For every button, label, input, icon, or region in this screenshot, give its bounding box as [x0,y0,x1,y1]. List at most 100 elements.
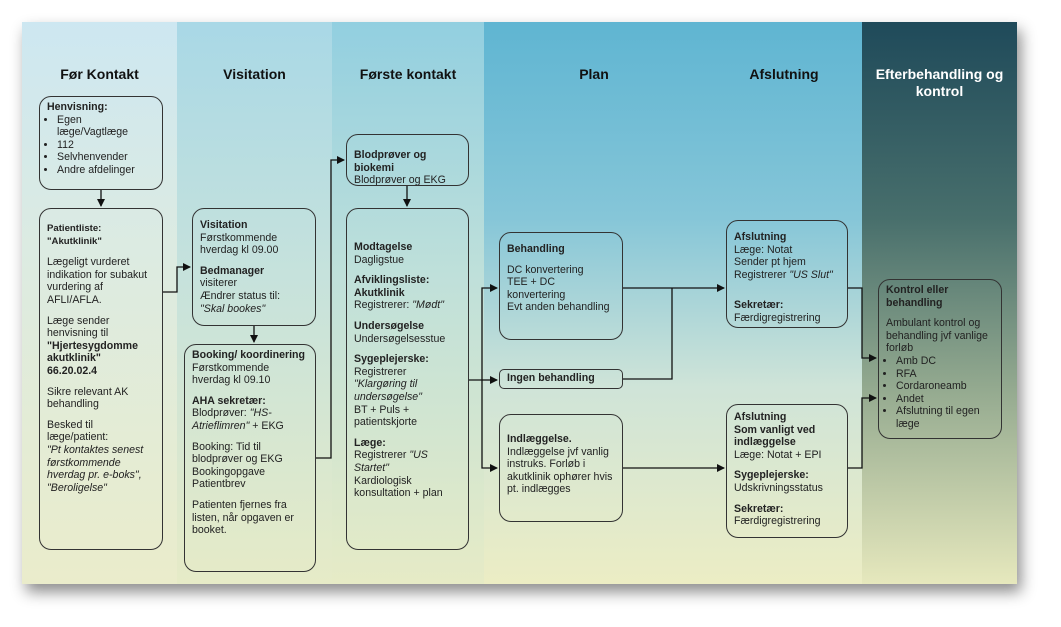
text: "HS-Atrieflimren" [192,407,272,432]
column-title: Afslutning [749,66,819,82]
box-title: Undersøgelse [354,319,425,332]
text: Blodprøver: [192,407,247,420]
text: BT + Puls + patientskjorte [354,403,418,429]
text: "US Startet" [354,449,428,474]
henvisning-box: Henvisning: Egen læge/Vagtlæge 112 Selvh… [39,96,163,190]
kontrol-box: Kontrol eller behandling Ambulant kontro… [878,279,1002,439]
list-item: Andre afdelinger [57,164,155,177]
box-title: Indlæggelse. [507,433,572,445]
text: "Klargøring til undersøgelse" [354,378,422,403]
kontrol-list: Amb DC RFA Cordaroneamb Andet Afslutning… [886,355,994,431]
text: Undersøgelsesstue [354,332,446,345]
text: Kardiologisk konsultation + plan [354,474,443,500]
list-item: TEE + DC konvertering [507,276,566,301]
column-title: Første kontakt [359,66,457,82]
box-title: Behandling [507,243,565,255]
text: Sender pt hjem [734,256,806,269]
text: "US Slut" [789,268,833,281]
text: Førstkommende hverdag kl 09.10 [192,361,271,387]
column-visitation: Visitation [177,22,332,584]
patientliste-box: Patientliste: "Akutklinik" Lægeligt vurd… [39,208,163,550]
text: Ambulant kontrol og behandling jvf vanli… [886,317,988,355]
box-title: Blodprøver og biokemi [354,149,427,174]
box-title: Bedmanager [200,264,265,277]
text: Dagligstue [354,253,405,266]
henvisning-list: Egen læge/Vagtlæge 112 Selvhenvender And… [47,114,155,177]
column-title: Plan [579,66,609,82]
booking-box: Booking/ koordinering Førstkommende hver… [184,344,316,572]
modtagelse-box: Modtagelse Dagligstue Afviklingsliste: A… [346,208,469,550]
text: Udskrivningsstatus [734,481,823,494]
box-title: Patientliste: [47,223,102,234]
box-title: Sekretær: [734,299,784,312]
column-title: Visitation [223,66,286,82]
text: Læge sender henvisning til [47,314,110,340]
column-title: Efterbehandling og kontrol [875,66,1004,99]
box-title: AHA sekretær: [192,394,266,407]
box-title: Sygeplejerske: [354,353,429,366]
text: "Mødt" [412,299,444,312]
text: Lægeligt vurderet indikation for subakut… [47,256,148,306]
text: Læge: Notat + EPI [734,448,822,461]
behandling-box: Behandling DC konvertering TEE + DC konv… [499,232,623,340]
text: Færdigregistrering [734,515,821,528]
text: Besked til læge/patient: [47,418,109,444]
list-item: Andet [896,393,994,406]
box-title: Læge: [354,436,386,449]
text: Færdigregistrering [734,311,821,324]
box-title: Kontrol eller behandling [886,284,949,309]
text: Registrerer: [354,299,410,312]
afslutning-box: Afslutning Læge: Notat Sender pt hjem Re… [726,220,848,328]
box-title: Henvisning: [47,101,108,113]
text: Patienten fjernes fra listen, når opgave… [192,498,294,537]
text: Booking: Tid til blodprøver og EKG Booki… [192,440,283,491]
column-efterbehandling: Efterbehandling og kontrol [862,22,1017,584]
ingen-behandling-box: Ingen behandling [499,369,623,389]
text: Registrerer [354,449,407,462]
list-item: Egen læge/Vagtlæge [57,114,155,139]
text: Sikre relevant AK behandling [47,385,129,411]
column-title: Før Kontakt [60,66,139,82]
box-subtitle: "Akutklinik" [47,235,102,247]
afslutning-indlaeggelse-box: Afslutning Som vanligt ved indlæggelse L… [726,404,848,538]
box-title: Booking/ koordinering [192,349,305,361]
list-item: 112 [57,139,155,152]
text: 66.20.02.4 [47,364,98,377]
column-foerste-kontakt: Første kontakt [332,22,484,584]
box-title: Afslutning [734,231,787,243]
visitation-box: Visitation Førstkommende hverdag kl 09.0… [192,208,316,326]
list-item: Amb DC [896,355,994,368]
box-title: Afviklingsliste: Akutklinik [354,274,430,299]
text: Førstkommende hverdag kl 09.00 [200,231,279,257]
list-item: RFA [896,368,994,381]
list-item: Evt anden behandling [507,301,610,314]
diagram-frame: Før Kontakt Visitation Første kontakt Pl… [22,22,1017,584]
text: "Pt kontaktes senest førstkommende hverd… [47,443,144,482]
list-item: DC konvertering [507,263,584,276]
text: + EKG [252,419,284,432]
list-item: Selvhenvender [57,151,155,164]
box-title: Modtagelse [354,241,413,253]
text: "Beroligelse" [47,481,107,494]
list-item: Afslutning til egen læge [896,405,994,430]
box-title: Sekretær: [734,502,784,515]
text: Blodprøver og EKG [354,174,446,186]
text: Læge: Notat [734,243,793,256]
text: Registrerer [734,268,787,281]
column-foer-kontakt: Før Kontakt [22,22,177,584]
text: "Skal bookes" [200,302,266,315]
text: "Hjertesygdomme akutklinik" [47,339,138,365]
box-title: Sygeplejerske: [734,469,809,482]
text: visiterer [200,277,238,290]
box-title: Afslutning [734,411,787,423]
box-title: Ingen behandling [507,372,595,384]
text: Indlæggelse jvf vanlig instruks. Forløb … [507,445,613,496]
blodprover-box: Blodprøver og biokemi Blodprøver og EKG [346,134,469,186]
column-plan-afslutning: Plan Afslutning [484,22,862,584]
text: Registrerer [354,365,407,378]
list-item: Cordaroneamb [896,380,994,393]
indlaeggelse-box: Indlæggelse. Indlæggelse jvf vanlig inst… [499,414,623,522]
text: Ændrer status til: [200,289,281,302]
box-title: Visitation [200,219,248,231]
box-subtitle: Som vanligt ved indlæggelse [734,423,816,449]
